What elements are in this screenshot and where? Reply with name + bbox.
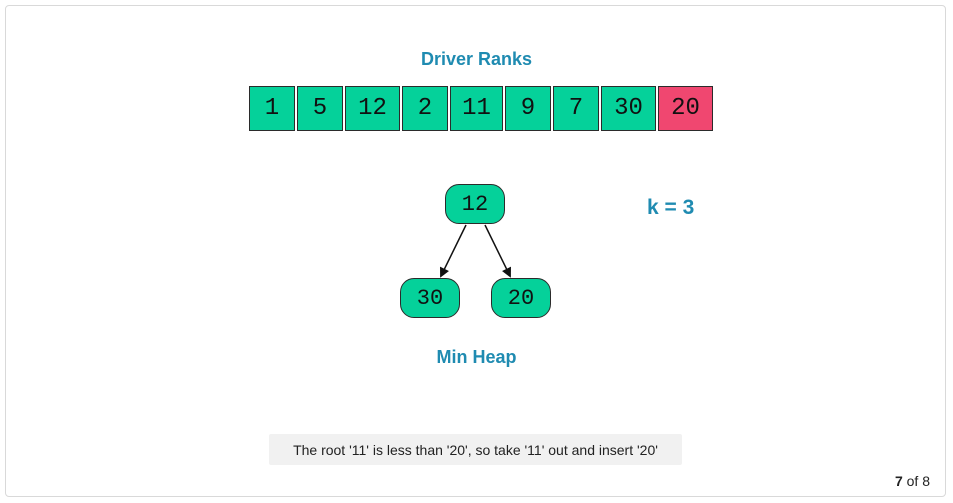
array-cell: 5 [297, 86, 343, 131]
k-value-label: k = 3 [647, 196, 695, 219]
pager-current: 7 [894, 473, 903, 489]
heap-node-root: 12 [445, 184, 505, 224]
array-cell: 30 [601, 86, 656, 131]
edge-root-left [440, 224, 467, 278]
array-title: Driver Ranks [420, 49, 533, 69]
array-cell: 1 [249, 86, 295, 131]
edge-root-right [484, 224, 511, 278]
heap-title: Min Heap [436, 347, 517, 367]
array-cell: 9 [505, 86, 551, 131]
array-cell: 20 [658, 86, 713, 131]
heap-node-left: 30 [400, 278, 460, 318]
heap-node-right: 20 [491, 278, 551, 318]
rank-array: 1 5 12 2 11 9 7 30 20 [249, 86, 715, 131]
array-cell: 2 [402, 86, 448, 131]
pager-total: 8 [922, 473, 930, 489]
step-caption: The root '11' is less than '20', so take… [269, 434, 682, 465]
array-cell: 11 [450, 86, 503, 131]
array-cell: 7 [553, 86, 599, 131]
slide-pager: 7 of 8 [895, 473, 930, 489]
array-cell: 12 [345, 86, 400, 131]
pager-separator: of [906, 473, 919, 489]
